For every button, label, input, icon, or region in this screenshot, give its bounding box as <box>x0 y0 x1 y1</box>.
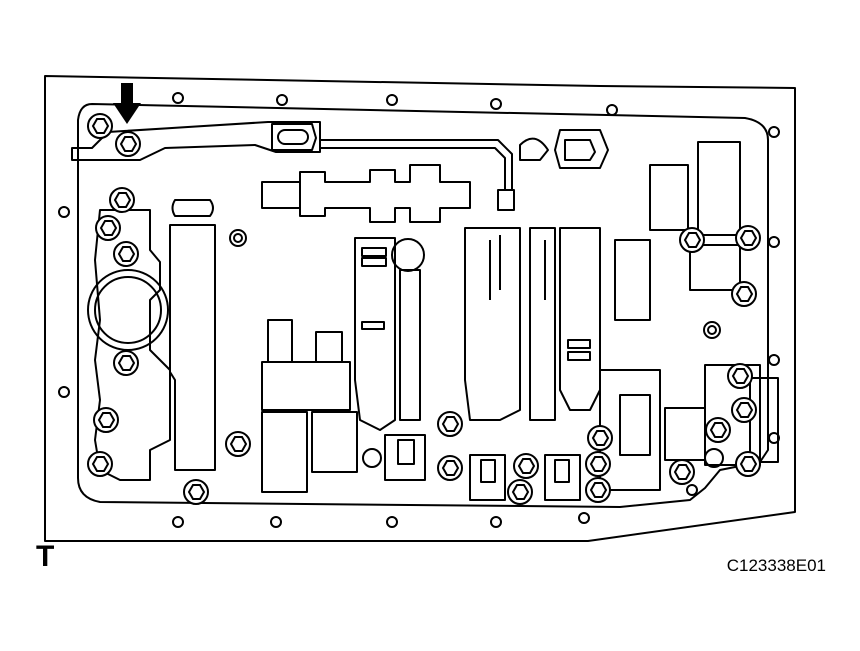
accumulator-bore <box>88 270 168 350</box>
down-arrow-icon <box>113 83 141 124</box>
hex-bolt-icon <box>438 412 462 436</box>
hex-bolt-icon <box>514 454 538 478</box>
hex-bolt-icon <box>88 452 112 476</box>
inner-outline <box>78 104 768 507</box>
hex-bolt-icon <box>96 216 120 240</box>
hex-bolt-icon <box>110 188 134 212</box>
hex-bolt-icon <box>732 282 756 306</box>
hex-bolt-icon <box>116 132 140 156</box>
hex-bolt-icon <box>588 426 612 450</box>
figure-code: C123338E01 <box>726 556 826 575</box>
hex-bolt-icon <box>680 228 704 252</box>
hex-bolt-icon <box>728 364 752 388</box>
hex-bolt-icon <box>736 226 760 250</box>
hex-bolt-icon <box>736 452 760 476</box>
hex-bolt-icon <box>706 418 730 442</box>
bolts <box>88 114 760 504</box>
hex-bolt-icon <box>114 242 138 266</box>
hex-bolt-icon <box>508 480 532 504</box>
hex-bolt-icon <box>184 480 208 504</box>
hex-bolt-icon <box>586 452 610 476</box>
edge-holes <box>59 93 779 527</box>
outer-frame <box>45 76 795 541</box>
hex-bolt-icon <box>226 432 250 456</box>
hex-bolt-icon <box>438 456 462 480</box>
hex-bolt-icon <box>732 398 756 422</box>
hex-bolt-icon <box>88 114 112 138</box>
hex-bolt-icon <box>586 478 610 502</box>
hex-bolt-icon <box>114 351 138 375</box>
hex-bolt-icon <box>670 460 694 484</box>
hex-bolt-icon <box>94 408 118 432</box>
corner-letter: T <box>36 540 55 573</box>
